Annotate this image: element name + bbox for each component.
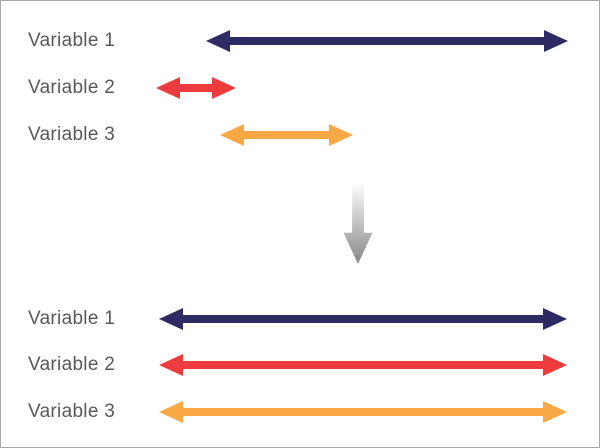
arrow-right-head-icon [544, 30, 568, 52]
variable-label: Variable 1 [28, 30, 116, 51]
arrow-right-head-icon [543, 354, 567, 376]
range-double-arrow-icon [206, 30, 568, 52]
transform-down-arrow-icon [343, 184, 373, 264]
variable-label: Variable 2 [28, 354, 116, 375]
range-double-arrow-icon [159, 308, 567, 330]
variable-row: Variable 2 [1, 68, 599, 108]
range-double-arrow-icon [156, 77, 236, 99]
arrow-shaft [175, 408, 551, 416]
arrow-shaft [172, 84, 220, 92]
variable-label: Variable 3 [28, 401, 116, 422]
variable-row: Variable 1 [1, 299, 599, 339]
arrow-left-head-icon [159, 308, 183, 330]
arrow-shaft [236, 131, 337, 139]
arrow-shaft [175, 315, 551, 323]
range-double-arrow-icon [159, 401, 567, 423]
variable-row: Variable 3 [1, 115, 599, 155]
arrow-shaft [175, 361, 551, 369]
arrow-right-head-icon [212, 77, 236, 99]
variable-label: Variable 3 [28, 124, 116, 145]
arrow-left-head-icon [159, 354, 183, 376]
arrow-left-head-icon [156, 77, 180, 99]
variable-row: Variable 3 [1, 392, 599, 432]
arrow-left-head-icon [220, 124, 244, 146]
range-double-arrow-icon [220, 124, 353, 146]
arrow-left-head-icon [159, 401, 183, 423]
arrow-right-head-icon [329, 124, 353, 146]
variable-row: Variable 2 [1, 345, 599, 385]
arrow-left-head-icon [206, 30, 230, 52]
arrow-right-head-icon [543, 401, 567, 423]
variable-row: Variable 1 [1, 21, 599, 61]
arrow-shaft [222, 37, 552, 45]
range-double-arrow-icon [159, 354, 567, 376]
variable-label: Variable 1 [28, 308, 116, 329]
arrow-right-head-icon [543, 308, 567, 330]
variable-label: Variable 2 [28, 77, 116, 98]
